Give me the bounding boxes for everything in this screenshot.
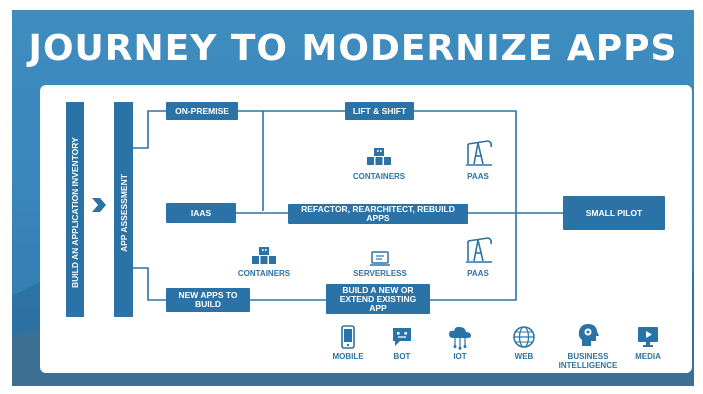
small-pilot-box: SMALL PILOT [563,196,665,230]
endpoint-label-mobile: MOBILE [332,352,364,361]
containers-icon [367,148,391,165]
assessment-bar [114,102,133,317]
on-premise-box: ON-PREMISE [166,102,238,120]
paas-label-top: PAAS [467,172,489,181]
endpoint-label-business-intelligence: BUSINESS INTELLIGENCE [558,352,618,370]
endpoint-label-web: WEB [514,352,534,361]
inventory-bar [66,102,84,317]
globe-icon [513,326,535,348]
containers-icon [252,247,276,264]
assessment-label: APP ASSESSMENT [119,174,129,252]
oil-pump-icon [466,140,492,166]
containers-label-bottom: CONTAINERS [237,269,291,278]
refactor-box: REFACTOR, REARCHITECT, REBUILD APPS [288,204,468,224]
chevron-right-icon [92,198,106,212]
endpoint-label-bot: BOT [393,352,411,361]
endpoint-label-media: MEDIA [635,352,661,361]
containers-label-top: CONTAINERS [352,172,406,181]
lift-shift-box: LIFT & SHIFT [345,102,414,120]
cloud-network-icon [449,326,471,350]
endpoint-label-iot: IOT [453,352,467,361]
page-title: JOURNEY TO MODERNIZE APPS [28,28,678,69]
serverless-icon [370,251,390,266]
mobile-phone-icon [341,325,355,349]
oil-pump-icon [466,237,492,263]
new-apps-box: NEW APPS TO BUILD [166,288,250,312]
monitor-play-icon [638,327,658,347]
inventory-label: BUILD AN APPLICATION INVENTORY [70,137,80,288]
chat-bot-icon [393,328,411,346]
build-new-box: BUILD A NEW OR EXTEND EXISTING APP [326,284,430,314]
iaas-box: IAAS [166,203,236,223]
head-gear-icon [578,324,599,346]
serverless-label: SERVERLESS [353,269,407,278]
paas-label-bottom: PAAS [467,269,489,278]
